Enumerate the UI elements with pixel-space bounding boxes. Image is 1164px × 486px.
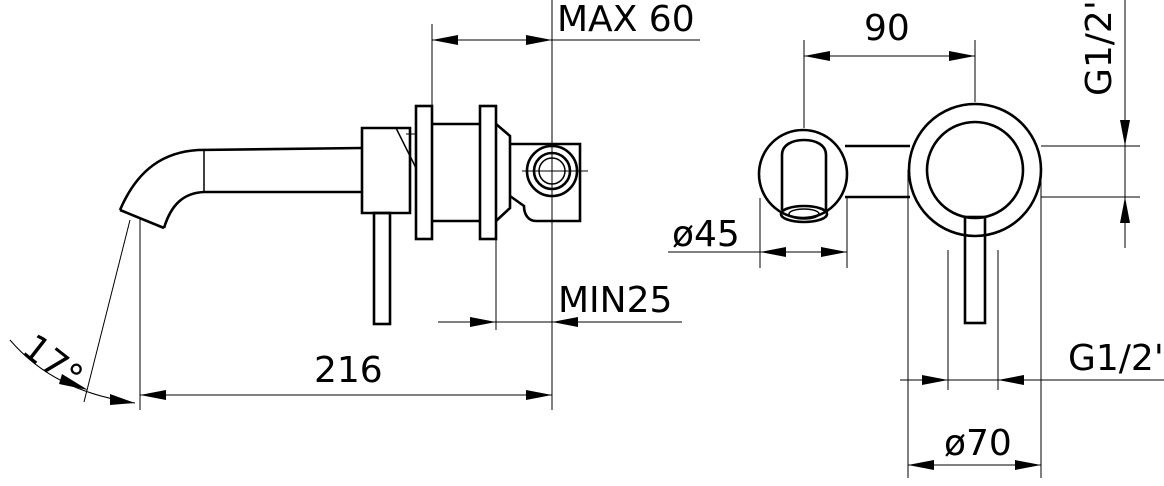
connecting-pipe	[845, 144, 910, 199]
label-dia-70: ø70	[944, 423, 1012, 464]
label-dia-45: ø45	[672, 214, 740, 255]
dim-thread-right	[900, 375, 1164, 385]
wall-flanges	[406, 104, 512, 241]
spout	[118, 146, 363, 230]
dim-90	[804, 51, 975, 61]
spout-flange	[757, 128, 849, 224]
label-min-25: MIN25	[558, 280, 672, 321]
dim-angle	[9, 339, 136, 405]
front-view	[668, 0, 1164, 478]
label-thread-top: G1/2"	[1079, 0, 1120, 96]
label-max-60: MAX 60	[557, 0, 695, 40]
dim-min-25	[438, 317, 682, 327]
lever-body	[360, 126, 417, 326]
dim-max-60	[432, 35, 700, 45]
dim-thread-top	[1120, 0, 1130, 248]
dim-dia-70	[908, 460, 1041, 470]
front-extension-lines	[759, 40, 1140, 478]
label-90: 90	[864, 8, 910, 49]
dim-216	[140, 390, 552, 400]
dim-dia-45	[668, 247, 847, 257]
cover-plate	[907, 102, 1043, 325]
label-216: 216	[314, 350, 383, 391]
side-view	[9, 0, 700, 410]
inlet-block	[509, 142, 588, 223]
side-extension-lines	[83, 0, 553, 410]
label-thread-right: G1/2'	[1068, 338, 1164, 379]
